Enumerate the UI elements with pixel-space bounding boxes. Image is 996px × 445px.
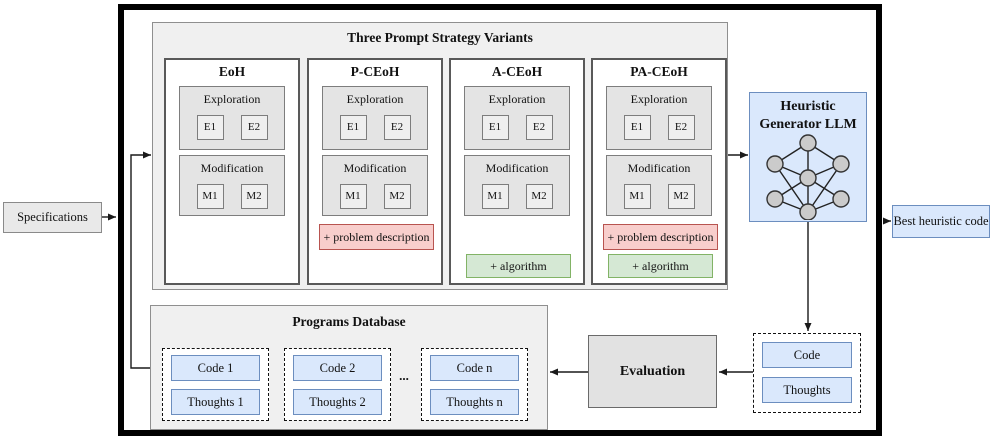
algorithm-addon: + algorithm [608,254,713,278]
problem-description-addon: + problem description [319,224,434,250]
problem-description-addon: + problem description [603,224,718,250]
prompt-op-e1: E1 [481,115,509,140]
variant-title: PA-CEoH [630,64,688,79]
prompt-op-m2: M2 [667,184,695,209]
exploration-group: Exploration E1 E2 [606,86,712,150]
system-boundary-box [118,4,882,436]
program-entry: Code 1 Thoughts 1 [162,348,269,421]
prompt-strategy-variants-panel: Three Prompt Strategy Variants EoH Explo… [152,22,728,290]
variant-card-pa-ceoh: PA-CEoH Exploration E1 E2 Modification M… [591,58,727,285]
variant-title: EoH [218,64,246,79]
variant-card-a-ceoh: A-CEoH Exploration E1 E2 Modification M1… [449,58,585,285]
code-box: Code n [430,355,519,381]
evaluation-box: Evaluation [588,335,717,408]
modification-group: Modification M1 M2 [179,155,285,216]
modification-label: Modification [343,161,407,175]
thoughts-box: Thoughts [762,377,852,403]
code-box: Code [762,342,852,368]
prompt-op-m1: M1 [339,184,367,209]
neural-network-icon [766,134,850,220]
prompt-op-e1: E1 [339,115,367,140]
prompt-op-m2: M2 [383,184,411,209]
programs-database-title: Programs Database [292,314,406,329]
code-box: Code 2 [293,355,382,381]
prompt-op-m1: M1 [623,184,651,209]
variant-card-eoh: EoH Exploration E1 E2 Modification M1 M2 [164,58,300,285]
specifications-box: Specifications [3,202,102,233]
ellipsis-label: ... [399,368,409,383]
prompt-op-m2: M2 [240,184,268,209]
exploration-group: Exploration E1 E2 [322,86,428,150]
variant-title: A-CEoH [491,64,543,79]
modification-group: Modification M1 M2 [464,155,570,216]
prompt-op-e2: E2 [667,115,695,140]
modification-group: Modification M1 M2 [606,155,712,216]
variant-title: P-CEoH [350,64,400,79]
modification-group: Modification M1 M2 [322,155,428,216]
prompt-op-e2: E2 [383,115,411,140]
prompt-op-m2: M2 [525,184,553,209]
variant-card-p-ceoh: P-CEoH Exploration E1 E2 Modification M1… [307,58,443,285]
panel-title: Three Prompt Strategy Variants [347,30,533,45]
prompt-op-e1: E1 [623,115,651,140]
exploration-label: Exploration [203,92,261,106]
exploration-group: Exploration E1 E2 [179,86,285,150]
modification-label: Modification [627,161,691,175]
prompt-op-m1: M1 [481,184,509,209]
programs-database-panel: Programs Database Code 1 Thoughts 1 Code… [150,305,548,430]
thoughts-box: Thoughts n [430,389,519,415]
code-box: Code 1 [171,355,260,381]
exploration-label: Exploration [488,92,546,106]
exploration-group: Exploration E1 E2 [464,86,570,150]
exploration-label: Exploration [630,92,688,106]
llm-title: Heuristic Generator LLM [759,99,857,132]
heuristic-generator-llm-box: Heuristic Generator LLM [749,92,867,222]
algorithm-addon: + algorithm [466,254,571,278]
thoughts-box: Thoughts 1 [171,389,260,415]
thoughts-box: Thoughts 2 [293,389,382,415]
program-entry: Code n Thoughts n [421,348,528,421]
modification-label: Modification [200,161,264,175]
prompt-op-m1: M1 [196,184,224,209]
modification-label: Modification [485,161,549,175]
program-entry: Code 2 Thoughts 2 [284,348,391,421]
prompt-op-e1: E1 [196,115,224,140]
prompt-op-e2: E2 [525,115,553,140]
llm-output-box: Code Thoughts [753,333,861,413]
prompt-op-e2: E2 [240,115,268,140]
best-heuristic-code-box: Best heuristic code [892,205,990,238]
exploration-label: Exploration [346,92,404,106]
